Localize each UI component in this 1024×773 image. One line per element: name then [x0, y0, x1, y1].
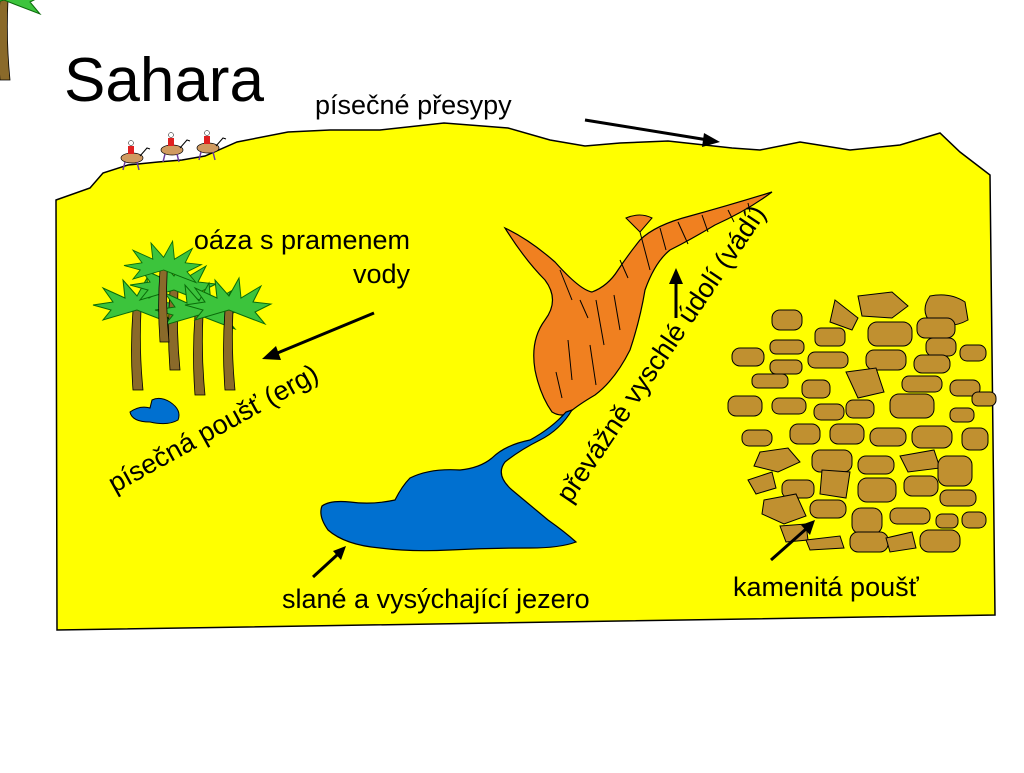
palm-trees-icon [0, 0, 42, 81]
label-oasis: oáza s pramenem vody [130, 224, 410, 292]
salt-lake [320, 408, 578, 552]
wadi-hatching [555, 202, 751, 399]
label-salt-lake: slané a vysýchající jezero [282, 584, 590, 614]
desert-area [55, 122, 996, 631]
oasis-spring [129, 397, 180, 425]
label-sand-dunes: písečné přesypy [315, 90, 512, 120]
lake-arrow [311, 546, 346, 579]
wadi-arrow [669, 268, 683, 318]
page-title: Sahara [64, 46, 264, 115]
stony-arrow [770, 520, 815, 562]
caravan-icon [120, 130, 227, 171]
label-oasis-line1: oáza s pramenem [193, 225, 410, 255]
stones [727, 291, 997, 553]
label-stony-desert: kamenitá poušť [733, 572, 919, 602]
dunes-arrow [584, 118, 720, 147]
wadi-valley [503, 191, 773, 416]
label-oasis-line2: vody [352, 258, 410, 289]
oasis-arrow [262, 311, 375, 360]
